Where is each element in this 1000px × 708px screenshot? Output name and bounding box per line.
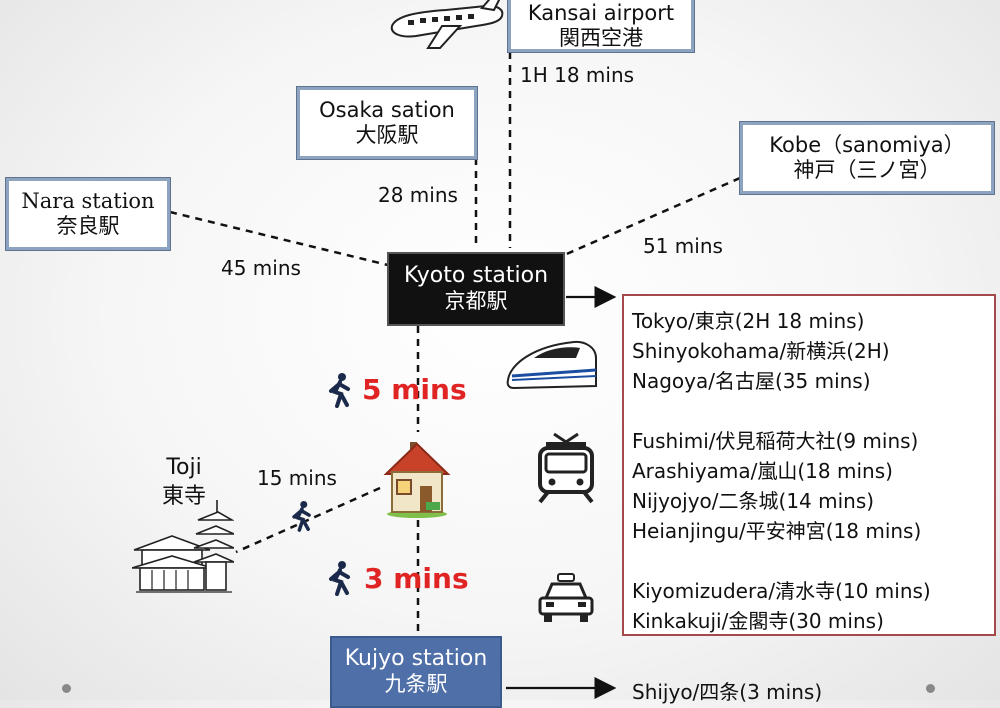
dest-train-2: Nijyojyo/二条城(14 mins) bbox=[632, 489, 875, 513]
line-kobe bbox=[561, 176, 741, 258]
time-nara: 45 mins bbox=[221, 256, 301, 280]
toji-jp: 東寺 bbox=[162, 483, 207, 509]
nav-dot-left[interactable] bbox=[62, 684, 71, 693]
station-kyoto-en: Kyoto station bbox=[403, 263, 549, 288]
time-osaka: 28 mins bbox=[378, 183, 458, 207]
station-kujyo-en: Kujyo station bbox=[344, 646, 488, 671]
station-kobe-en: Kobe（sanomiya） bbox=[769, 133, 965, 157]
bullet-train-icon bbox=[506, 340, 597, 390]
station-nara-jp: 奈良駅 bbox=[56, 214, 120, 239]
dest-taxi-1: Kinkakuji/金閣寺(30 mins) bbox=[632, 609, 884, 633]
dest-taxi-0: Kiyomizudera/清水寺(10 mins) bbox=[632, 579, 931, 603]
station-kansai: Kansai airport 関西空港 bbox=[507, 0, 695, 53]
walk-time-kujyo: 3 mins bbox=[364, 562, 469, 595]
dest-train-3: Heianjingu/平安神宮(18 mins) bbox=[632, 519, 922, 543]
toji-en: Toji bbox=[166, 455, 202, 480]
station-kansai-en: Kansai airport bbox=[527, 1, 675, 25]
station-kujyo: Kujyo station 九条駅 bbox=[330, 636, 502, 708]
station-nara-en: Nara station bbox=[21, 189, 155, 213]
dest-train-1: Arashiyama/嵐山(18 mins) bbox=[632, 459, 893, 483]
station-osaka-jp: 大阪駅 bbox=[355, 123, 419, 148]
pagoda-icon bbox=[132, 500, 234, 593]
kujyo-destination: Shijyo/四条(3 mins) bbox=[632, 680, 823, 704]
destinations-panel bbox=[622, 294, 996, 636]
station-kobe: Kobe（sanomiya） 神戸（三ノ宮） bbox=[739, 121, 995, 195]
tram-icon bbox=[538, 432, 594, 504]
station-osaka-en: Osaka sation bbox=[319, 98, 455, 122]
airplane-icon bbox=[390, 0, 504, 49]
time-kansai: 1H 18 mins bbox=[520, 63, 635, 87]
station-kyoto: Kyoto station 京都駅 bbox=[387, 252, 565, 326]
line-home-toji bbox=[235, 486, 381, 554]
walk-time-kyoto: 5 mins bbox=[362, 373, 467, 406]
dest-shinkansen-2: Nagoya/名古屋(35 mins) bbox=[632, 369, 871, 393]
dest-shinkansen-1: Shinyokohama/新横浜(2H) bbox=[632, 339, 890, 363]
walking-person-icon bbox=[329, 373, 350, 408]
walking-person-icon bbox=[292, 501, 311, 532]
taxi-icon bbox=[538, 573, 594, 622]
nav-dot-right[interactable] bbox=[926, 684, 935, 693]
time-kobe: 51 mins bbox=[643, 234, 723, 258]
house-icon bbox=[383, 442, 451, 518]
walking-person-icon bbox=[329, 561, 350, 596]
station-kujyo-jp: 九条駅 bbox=[384, 672, 448, 697]
station-nara: Nara station 奈良駅 bbox=[5, 177, 171, 251]
station-kobe-jp: 神戸（三ノ宮） bbox=[793, 158, 941, 183]
station-kyoto-jp: 京都駅 bbox=[444, 289, 508, 314]
station-kansai-jp: 関西空港 bbox=[559, 26, 643, 51]
dest-train-0: Fushimi/伏見稲荷大社(9 mins) bbox=[632, 429, 919, 453]
station-osaka: Osaka sation 大阪駅 bbox=[296, 86, 478, 160]
toji-label: Toji 東寺 bbox=[162, 454, 206, 511]
dest-shinkansen-0: Tokyo/東京(2H 18 mins) bbox=[632, 309, 865, 333]
time-toji: 15 mins bbox=[257, 466, 337, 490]
